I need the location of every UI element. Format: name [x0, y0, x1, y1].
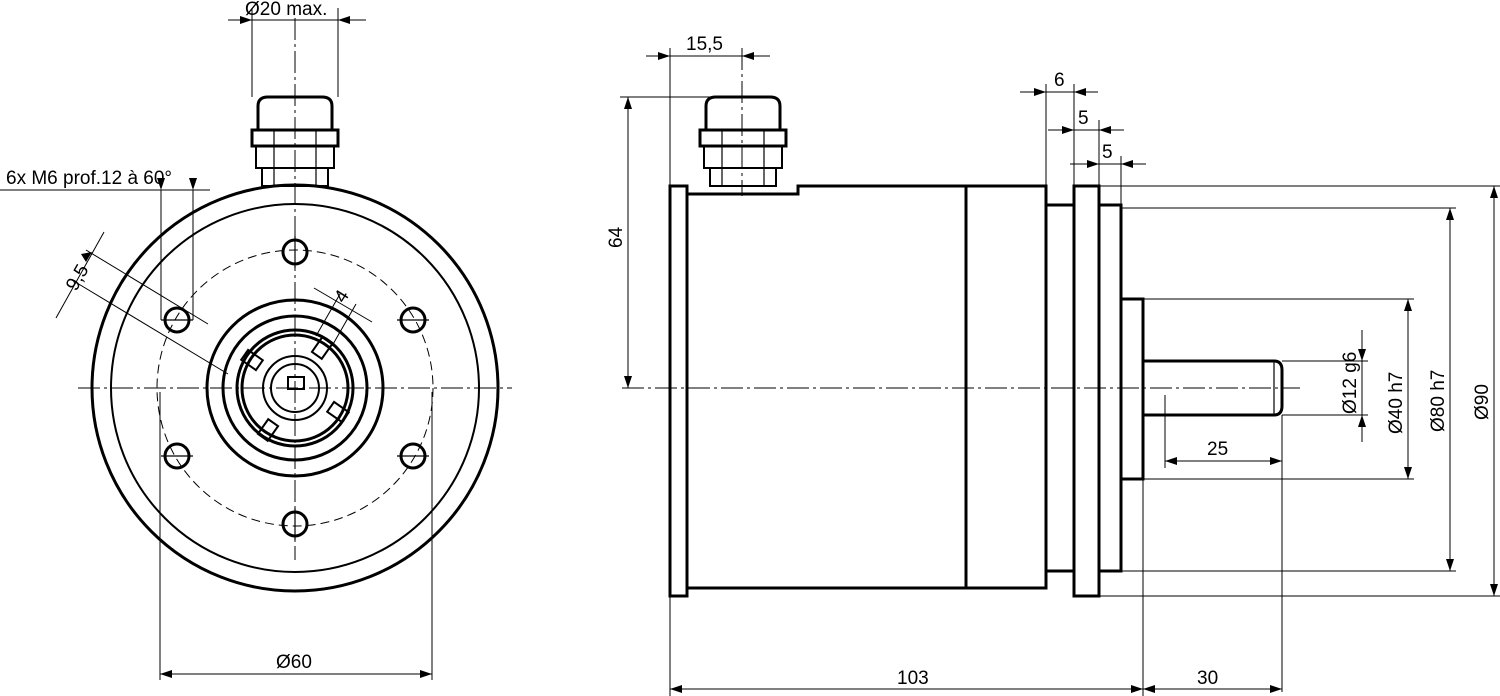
arrowhead	[420, 670, 432, 678]
arrowhead	[658, 52, 670, 60]
arrowhead	[1034, 88, 1046, 96]
dim-height-label: 64	[606, 226, 627, 248]
dim-cable-gland-label: Ø20 max.	[245, 0, 327, 20]
arrowhead	[1490, 186, 1498, 198]
arrowhead	[1143, 685, 1155, 693]
housing-flange-circle	[110, 203, 480, 573]
arrowhead	[1358, 415, 1366, 427]
dim-shaft-len-label: 25	[1207, 439, 1228, 460]
arrowhead	[1087, 160, 1099, 168]
arrowhead	[670, 685, 682, 693]
arrowhead	[1131, 685, 1143, 693]
side-view: 15,5 64 6 5 5 Ø90	[606, 34, 1500, 696]
gland-cap	[704, 95, 782, 130]
dim-bolt-circle-label: Ø60	[276, 652, 312, 673]
dim-spigot-label: Ø40 h7	[1386, 372, 1407, 434]
ext-line	[71, 279, 229, 375]
ext-line	[331, 303, 357, 347]
arrowhead	[189, 178, 197, 190]
dim-shaft-label: Ø12 g6	[1340, 352, 1361, 414]
arrowhead	[1446, 559, 1454, 571]
arrowhead	[1270, 685, 1282, 693]
front-view: Ø20 max. 6x M6 prof.12 à 60° 9,5 4 Ø60	[0, 0, 512, 680]
arrowhead	[1165, 457, 1177, 465]
gland-thread	[261, 167, 329, 187]
dim-body-label: Ø90	[1472, 384, 1493, 420]
arrowhead	[624, 97, 632, 109]
arrowhead	[240, 16, 252, 24]
shaft-circle	[270, 363, 320, 413]
hub-inner-circle	[240, 333, 350, 443]
dim-hole-offset-label: 9,5	[62, 261, 93, 294]
arrowhead	[1446, 208, 1454, 220]
bearing-circle	[262, 355, 328, 421]
arrowhead	[338, 16, 350, 24]
dim-shaft-total-label: 30	[1197, 668, 1218, 689]
hub-slot	[310, 335, 334, 361]
arrowhead	[624, 376, 632, 388]
mounting-holes	[161, 236, 429, 540]
ext-line	[315, 293, 341, 337]
spigot	[1119, 297, 1145, 481]
arrowhead	[160, 670, 172, 678]
arrowhead	[157, 178, 165, 190]
hub-slot	[325, 400, 351, 424]
arrowhead	[1358, 349, 1366, 361]
arrowhead	[81, 252, 92, 262]
cable-gland-side	[698, 48, 788, 196]
dim-flange-5b-label: 5	[1102, 142, 1113, 163]
ext-line	[85, 249, 209, 325]
hub-slot	[256, 417, 280, 443]
arrowhead	[1490, 584, 1498, 596]
dim-flange-5a-label: 5	[1078, 108, 1089, 129]
gland-thread	[709, 167, 777, 187]
arrowhead	[742, 52, 754, 60]
arrowhead	[1074, 88, 1086, 96]
dim-gland-pos-label: 15,5	[686, 34, 723, 55]
spigot-outer-circle	[205, 298, 385, 478]
dim-body-len-label: 103	[897, 668, 929, 689]
main-body	[685, 184, 1048, 590]
rear-cover	[668, 184, 689, 598]
arrowhead	[1270, 457, 1282, 465]
shaft	[1141, 359, 1284, 417]
arrowhead	[1404, 299, 1412, 311]
hub-outer-circle	[235, 328, 355, 448]
hub-slots	[239, 335, 351, 443]
gland-cap	[256, 95, 334, 130]
shaft-key-mark	[287, 376, 305, 390]
dim-flange-6-label: 6	[1054, 70, 1065, 91]
spigot-inner-circle	[221, 314, 369, 462]
cable-gland-front	[250, 95, 340, 187]
arrowhead	[1062, 126, 1074, 134]
arrowhead	[1404, 467, 1412, 479]
arrowhead	[1099, 126, 1111, 134]
dim-flange-face-label: Ø80 h7	[1428, 370, 1449, 432]
note-holes-label: 6x M6 prof.12 à 60°	[6, 168, 172, 189]
arrowhead	[1121, 160, 1133, 168]
flange	[1072, 184, 1101, 598]
hub-slot	[239, 348, 265, 372]
gland-nut	[698, 128, 788, 148]
dim-line	[55, 231, 105, 319]
gland-body	[703, 145, 783, 169]
dim-line	[313, 287, 373, 323]
